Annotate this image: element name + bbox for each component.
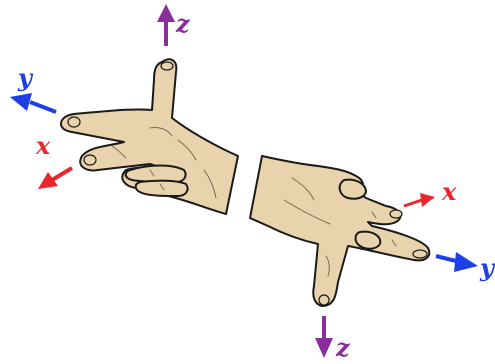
right-hand-folded-finger-2 xyxy=(356,232,381,249)
left-hand-folded-finger-1 xyxy=(126,166,186,183)
right-z-label: z xyxy=(335,333,351,362)
left-x-arrow-shaft xyxy=(52,168,72,180)
right-y-label: y xyxy=(479,253,495,282)
left-hand: z y x xyxy=(10,4,238,214)
left-y-arrow-shaft xyxy=(30,102,56,112)
right-x-arrow-head xyxy=(420,193,435,207)
right-hand-shape xyxy=(250,156,429,306)
right-hand: x y z xyxy=(250,156,495,362)
right-hand-thumb-nail xyxy=(319,295,329,305)
right-hand-index-nail xyxy=(390,210,402,218)
right-x-arrow-shaft xyxy=(404,200,422,206)
left-hand-index-nail xyxy=(68,117,80,127)
right-y-arrow-head xyxy=(454,252,478,272)
left-hand-folded-finger-2 xyxy=(136,181,188,196)
left-y-arrow-head xyxy=(10,93,32,111)
left-z-label: z xyxy=(175,9,191,38)
right-hand-middle-nail xyxy=(413,250,427,258)
left-x-label: x xyxy=(35,131,51,160)
left-y-label: y xyxy=(17,63,34,92)
left-hand-middle-nail xyxy=(84,155,96,165)
right-z-arrow-head xyxy=(315,338,333,358)
right-x-label: x xyxy=(441,177,457,206)
left-z-arrow-head xyxy=(157,4,175,22)
left-hand-thumb-nail xyxy=(161,62,173,70)
